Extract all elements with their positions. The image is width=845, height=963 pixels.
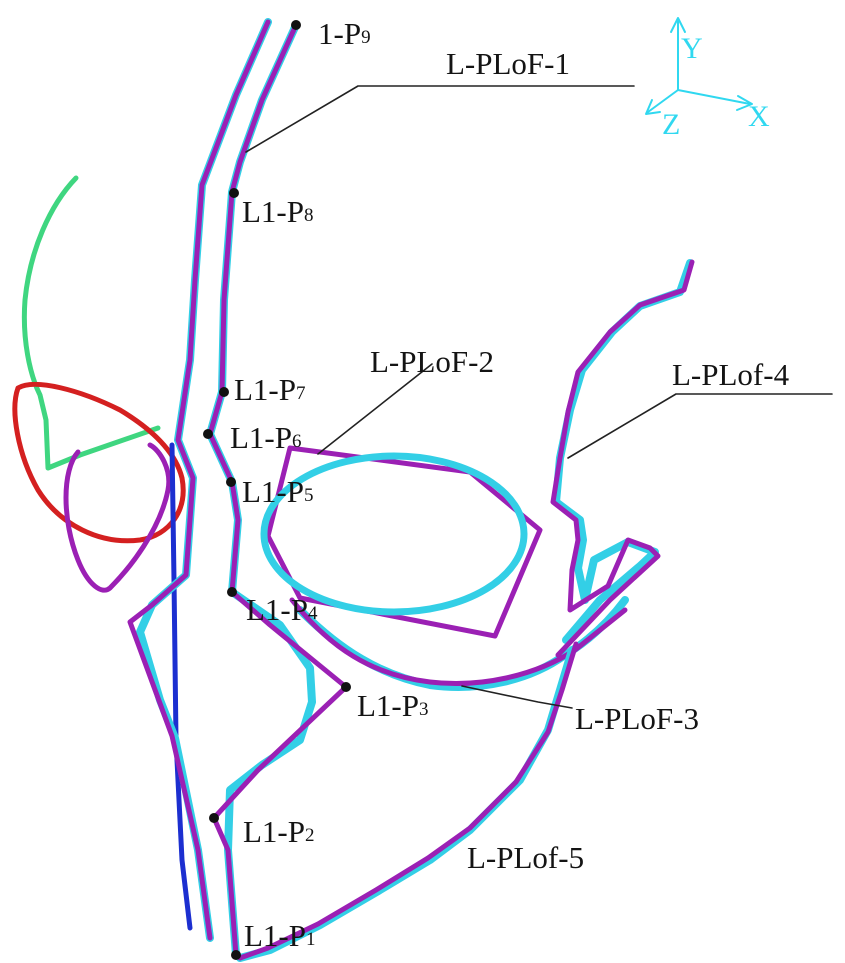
p8-marker — [229, 188, 239, 198]
p4-marker — [227, 587, 237, 597]
label-p4-subscript: 4 — [308, 603, 318, 624]
red-contour — [12, 381, 186, 544]
label-plof1: L-PLoF-1 — [446, 46, 570, 81]
point-markers — [203, 20, 351, 960]
label-p1-subscript: 1 — [306, 929, 316, 950]
label-plof3: L-PLoF-3 — [575, 701, 699, 736]
label-p4-prefix: L1-P — [246, 592, 308, 627]
z-axis-label: Z — [662, 108, 681, 141]
label-p4: L1-P4 — [246, 594, 318, 625]
label-p5-prefix: L1-P — [242, 474, 304, 509]
plof1-purple-right — [207, 22, 349, 958]
purple-left-loop — [63, 442, 172, 593]
label-p8: L1-P8 — [242, 196, 314, 227]
label-p2: L1-P2 — [243, 816, 315, 847]
z-axis-line — [647, 89, 679, 113]
p3-marker — [341, 682, 351, 692]
x-axis-arrow — [736, 95, 753, 111]
label-p1: L1-P1 — [244, 920, 316, 951]
label-p6-subscript: 6 — [292, 431, 302, 452]
label-p2-subscript: 2 — [305, 825, 315, 846]
label-p9-prefix: 1-P — [318, 16, 362, 51]
label-p8-subscript: 8 — [304, 205, 314, 226]
label-p2-prefix: L1-P — [243, 814, 305, 849]
plof3-leader — [461, 685, 573, 709]
y-axis-arrow — [670, 17, 686, 33]
label-p7-prefix: L1-P — [234, 372, 296, 407]
plof2-cyan-ellipse — [260, 452, 528, 616]
x-axis-label: X — [748, 100, 770, 133]
label-p9: 1-P9 — [318, 18, 371, 49]
label-p1-prefix: L1-P — [244, 918, 306, 953]
label-p7: L1-P7 — [234, 374, 306, 405]
label-plof5: L-PLof-5 — [467, 840, 585, 875]
label-p5-subscript: 5 — [304, 485, 314, 506]
z-axis-arrow — [645, 99, 661, 115]
p7-marker — [219, 387, 229, 397]
plof1-leader — [245, 85, 635, 153]
label-p3-prefix: L1-P — [357, 688, 419, 723]
p1-marker — [231, 950, 241, 960]
label-plof4: L-PLof-4 — [672, 357, 790, 392]
label-p3-subscript: 3 — [419, 699, 429, 720]
label-p7-subscript: 7 — [296, 383, 306, 404]
y-axis-label: Y — [681, 32, 703, 65]
label-p3: L1-P3 — [357, 690, 429, 721]
plof4-leader — [567, 393, 833, 459]
p2-marker — [209, 813, 219, 823]
x-axis-line — [677, 89, 751, 105]
plof2-leader — [317, 363, 433, 455]
label-p6: L1-P6 — [230, 422, 302, 453]
p5-marker — [226, 477, 236, 487]
plof4-purple-contour — [550, 259, 695, 658]
label-p9-subscript: 9 — [361, 27, 371, 48]
label-p6-prefix: L1-P — [230, 420, 292, 455]
green-contour — [21, 175, 161, 471]
label-p5: L1-P5 — [242, 476, 314, 507]
label-p8-prefix: L1-P — [242, 194, 304, 229]
p6-marker — [203, 429, 213, 439]
label-plof2: L-PLoF-2 — [370, 344, 494, 379]
plof1-purple-left — [127, 19, 271, 941]
plof5-purple-contour — [237, 641, 579, 961]
p9-marker — [291, 20, 301, 30]
plof3-purple-arc — [289, 597, 628, 687]
